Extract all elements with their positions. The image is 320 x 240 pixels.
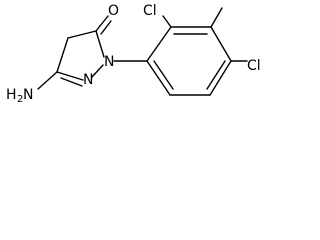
- bond-c3-n2-double: [60, 77, 83, 87]
- bond-c5-c4: [67, 30, 97, 39]
- bond-ar1-ar2: [146, 26, 172, 62]
- bond-c3-nh2: [37, 71, 58, 90]
- bond-n2-n1: [91, 64, 104, 78]
- atom-label-chlorine-top: Cl: [143, 3, 157, 19]
- bond-n1-c5: [95, 30, 105, 58]
- atom-label-oxygen: O: [108, 3, 119, 19]
- atom-label-amine-n: N: [23, 87, 33, 103]
- bond-aromatic-inner-2: [206, 60, 226, 90]
- atom-label-chlorine-right: Cl: [247, 58, 261, 74]
- bond-aromatic-inner-3: [153, 60, 174, 90]
- bond-c5-o: [95, 15, 109, 32]
- atom-label-amine-subscript: 2: [17, 94, 23, 105]
- bond-c5-o-double: [100, 20, 112, 35]
- bond-ar2-cl: [162, 15, 172, 28]
- bond-c3-n2: [56, 71, 84, 81]
- atom-label-nitrogen-2: N: [83, 72, 93, 88]
- atom-label-amine-h: H: [6, 87, 17, 103]
- chemical-structure-diagram: O N N H 2 N Cl Cl: [6, 3, 261, 105]
- atom-label-nitrogen-1: N: [104, 54, 114, 70]
- bond-ar6-ar1: [146, 60, 171, 96]
- bond-ar3-ar4: [210, 26, 232, 62]
- bond-c4-c3: [56, 37, 69, 73]
- bond-ar3-methyl: [210, 7, 223, 28]
- bond-ar4-ar5: [209, 60, 232, 96]
